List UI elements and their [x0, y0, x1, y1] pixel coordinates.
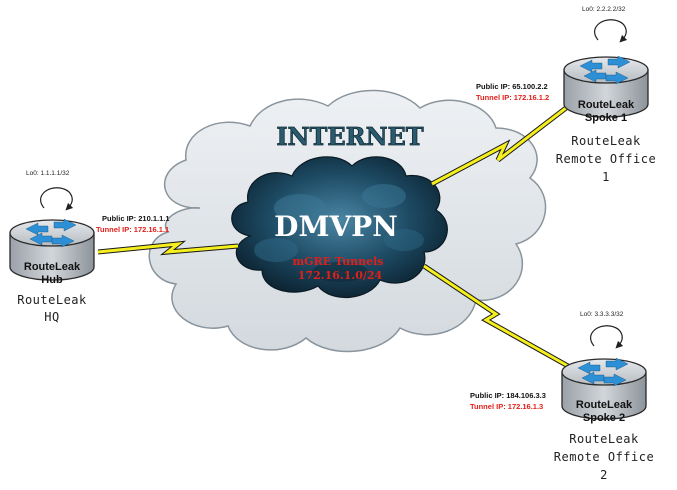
hub-public-ip: Public IP: 210.1.1.1 — [102, 214, 170, 223]
spoke2-router: RouteLeak Spoke 2 — [561, 325, 647, 424]
spoke2-site-line1: RouteLeak — [569, 432, 639, 446]
mgre-tunnels-label: mGRE Tunnels — [293, 255, 384, 268]
hub-loopback-icon — [40, 187, 74, 211]
spoke1-site-line3: 1 — [602, 170, 610, 184]
spoke2-loopback-label: Lo0: 3.3.3.3/32 — [580, 311, 624, 318]
spoke2-link — [422, 263, 570, 369]
spoke1-router: RouteLeak Spoke 1 — [563, 19, 649, 124]
spoke2-site-line2: Remote Office — [554, 450, 654, 464]
spoke1-link — [430, 106, 568, 187]
spoke2-loopback-icon — [590, 325, 624, 349]
spoke2-router-name-line1: RouteLeak — [576, 399, 633, 411]
spoke2-site-line3: 2 — [600, 468, 608, 482]
spoke1-site-line2: Remote Office — [556, 152, 656, 166]
hub-tunnel-ip: Tunnel IP: 172.16.1.1 — [96, 225, 169, 234]
spoke2-router-name-line2: Spoke 2 — [583, 412, 625, 424]
hub-router-name-line1: RouteLeak — [24, 261, 81, 273]
spoke1-public-ip: Public IP: 65.100.2.2 — [476, 82, 548, 91]
spoke1-tunnel-ip: Tunnel IP: 172.16.1.2 — [476, 93, 549, 102]
spoke2-public-ip: Public IP: 184.106.3.3 — [470, 391, 546, 400]
hub-router: RouteLeak Hub — [9, 187, 95, 286]
hub-site-line1: RouteLeak — [17, 293, 87, 307]
hub-router-name-line2: Hub — [41, 274, 63, 286]
dmvpn-storm-cloud — [231, 156, 448, 299]
internet-label: INTERNET — [276, 122, 423, 151]
spoke2-tunnel-ip: Tunnel IP: 172.16.1.3 — [470, 402, 543, 411]
mgre-subnet-label: 172.16.1.0/24 — [298, 269, 383, 282]
spoke1-site-line1: RouteLeak — [571, 134, 641, 148]
spoke1-router-name-line1: RouteLeak — [578, 99, 635, 111]
spoke1-router-name-line2: Spoke 1 — [585, 112, 627, 124]
hub-link — [97, 240, 239, 256]
hub-site-line2: HQ — [44, 310, 59, 324]
dmvpn-label: DMVPN — [274, 210, 398, 243]
spoke1-loopback-icon — [594, 19, 628, 43]
hub-loopback-label: Lo0: 1.1.1.1/32 — [26, 170, 70, 177]
spoke1-loopback-label: Lo0: 2.2.2.2/32 — [582, 6, 626, 13]
